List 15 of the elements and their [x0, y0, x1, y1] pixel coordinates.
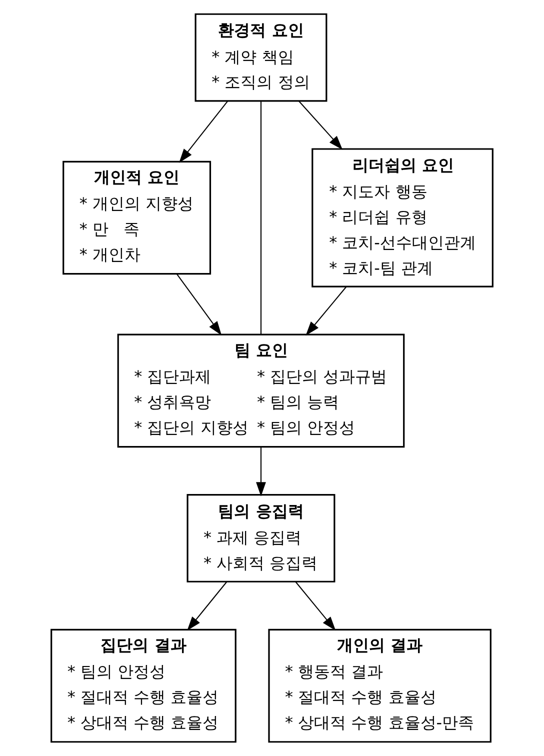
node-box: 개인적 요인 * 개인의 지향성 * 만 족 * 개인차 — [62, 160, 212, 275]
arrow — [298, 100, 343, 150]
node-box: 환경적 요인 * 계약 책임 * 조직의 정의 — [194, 13, 328, 102]
node-box: 팀의 응집력 * 과제 응집력 * 사회적 응집력 — [186, 494, 336, 582]
arrow — [295, 582, 336, 631]
arrow — [187, 582, 228, 631]
connector — [260, 101, 262, 334]
arrow — [256, 446, 266, 496]
node-box: 팀 요인 * 집단과제 * 집단의 성과규범 * 성취욕망 * 팀의 능력 * 집단의 지향성 * 팀의 안정성 — [117, 334, 405, 448]
arrow — [179, 100, 228, 163]
node-box: 리더쉽의 요인 * 지도자 행동 * 리더쉽 유형 * 코치-선수대인관계 * 코치-팀 관계 — [312, 148, 494, 288]
node-box: 개인의 결과 * 행동적 결과 * 절대적 수행 효율성 * 상대적 수행 효율성-만족 — [268, 628, 492, 743]
node-box: 집단의 결과 * 팀의 안정성 * 절대적 수행 효율성 * 상대적 수행 효율성 — [50, 628, 236, 743]
arrow — [306, 286, 347, 336]
arrow — [176, 274, 222, 336]
